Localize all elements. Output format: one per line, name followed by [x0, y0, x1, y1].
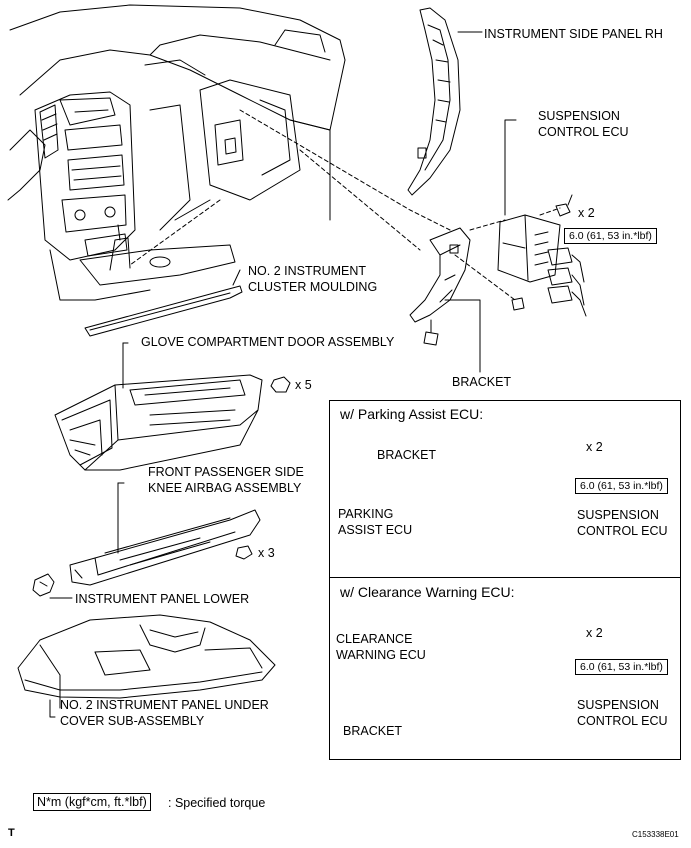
label-under-cover-line2: COVER SUB-ASSEMBLY [60, 714, 205, 728]
clearance-label-susp-line2: CONTROL ECU [577, 714, 668, 728]
parking-box-title: w/ Parking Assist ECU: [340, 406, 484, 422]
legend-text: : Specified torque [168, 796, 266, 810]
parking-label-bracket: BRACKET [377, 448, 437, 462]
corner-mark: T [8, 827, 15, 839]
qty-nut-main: x 2 [578, 206, 595, 220]
label-under-cover-line1: NO. 2 INSTRUMENT PANEL UNDER [60, 698, 269, 712]
torque-main: 6.0 (61, 53 in.*lbf) [564, 228, 657, 244]
label-suspension-ecu-line1: SUSPENSION [538, 109, 620, 123]
label-cluster-moulding-line2: CLUSTER MOULDING [248, 280, 378, 294]
suspension-control-ecu-main [497, 119, 587, 317]
label-cluster-moulding-line1: NO. 2 INSTRUMENT [248, 264, 367, 278]
qty-nut-clearance: x 2 [586, 626, 603, 640]
bracket-main [409, 227, 481, 373]
instrument-panel-lower [32, 573, 73, 599]
under-cover [17, 614, 276, 718]
torque-clearance: 6.0 (61, 53 in.*lbf) [575, 659, 668, 675]
label-bracket-main: BRACKET [452, 375, 512, 389]
clearance-box-title: w/ Clearance Warning ECU: [340, 584, 515, 600]
figure-id: C153338E01 [632, 830, 679, 839]
parking-label-ecu-line2: ASSIST ECU [338, 523, 413, 537]
alignment-lines [129, 109, 561, 301]
parking-label-susp-line2: CONTROL ECU [577, 524, 668, 538]
qty-bolt-glove: x 5 [295, 378, 312, 392]
dashboard-illustration [7, 4, 346, 301]
knee-airbag [69, 482, 261, 586]
glove-compartment-door [54, 342, 291, 471]
label-panel-lower: INSTRUMENT PANEL LOWER [75, 592, 250, 606]
qty-bolt-knee: x 3 [258, 546, 275, 560]
label-knee-airbag-line2: KNEE AIRBAG ASSEMBLY [148, 481, 302, 495]
clearance-label-ecu-line1: CLEARANCE [336, 632, 413, 646]
clearance-label-susp-line1: SUSPENSION [577, 698, 659, 712]
label-side-panel-rh: INSTRUMENT SIDE PANEL RH [484, 27, 663, 41]
instrument-side-panel-rh [407, 7, 483, 196]
clearance-label-ecu-line2: WARNING ECU [336, 648, 426, 662]
label-knee-airbag-line1: FRONT PASSENGER SIDE [148, 465, 304, 479]
torque-parking: 6.0 (61, 53 in.*lbf) [575, 478, 668, 494]
clearance-label-bracket: BRACKET [343, 724, 403, 738]
label-glove-door: GLOVE COMPARTMENT DOOR ASSEMBLY [141, 335, 395, 349]
legend-unit-box: N*m (kgf*cm, ft.*lbf) [33, 793, 151, 811]
cluster-moulding [84, 269, 243, 337]
label-suspension-ecu-line2: CONTROL ECU [538, 125, 629, 139]
parking-label-susp-line1: SUSPENSION [577, 508, 659, 522]
qty-nut-parking: x 2 [586, 440, 603, 454]
parking-label-ecu-line1: PARKING [338, 507, 394, 521]
